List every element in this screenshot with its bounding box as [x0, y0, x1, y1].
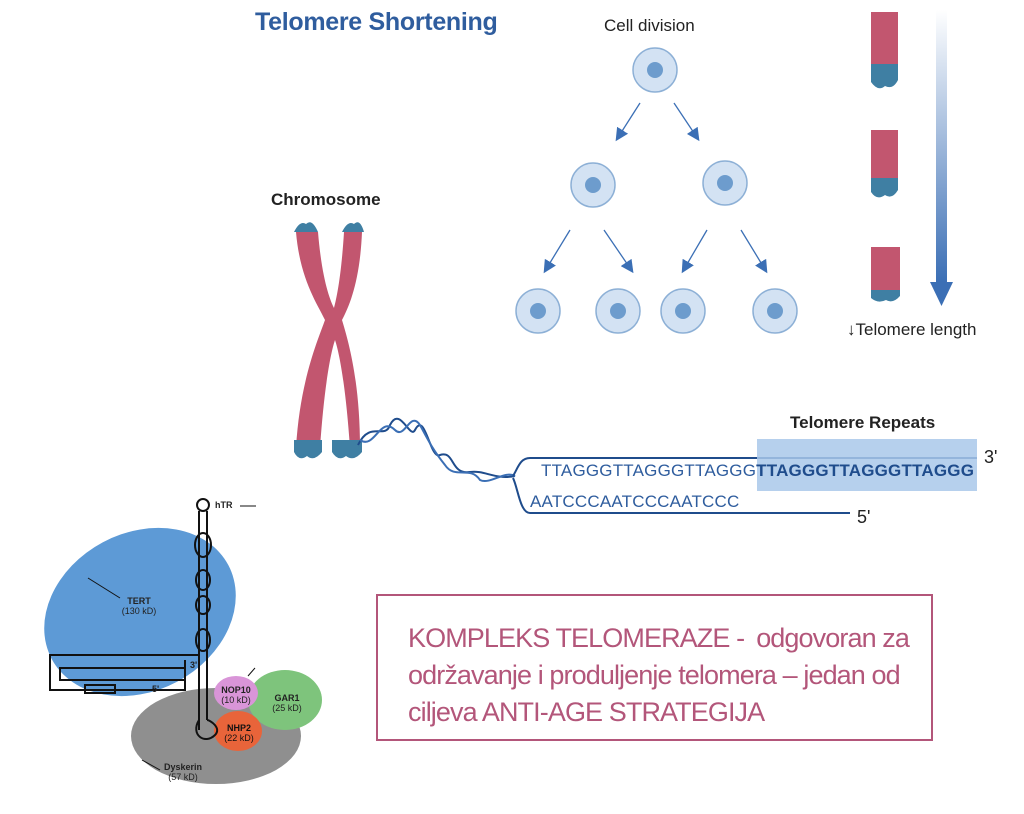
telomere-segment-short — [871, 247, 900, 302]
rna-end-5: 5' — [152, 684, 160, 694]
telomere-cap — [294, 222, 318, 232]
parent-cell — [632, 47, 678, 93]
gar1-label: GAR1 (25 kD) — [270, 693, 304, 713]
daughter-cell — [570, 162, 616, 208]
telomere-length-label: ↓Telomere length — [847, 320, 977, 339]
nop10-shape — [214, 676, 258, 710]
dyskerin-size: (57 kD) — [168, 772, 198, 782]
page-title: Telomere Shortening — [255, 8, 498, 36]
telomere-length-arrow — [930, 10, 953, 306]
info-box: KOMPLEKS TELOMERAZE -odgovoran za održav… — [376, 594, 933, 741]
sequence-top-highlight: TTAGGGTTAGGGTTAGGG — [756, 461, 975, 480]
tert-size: (130 kD) — [121, 606, 157, 616]
chromosome-label: Chromosome — [271, 190, 381, 209]
dyskerin-leader — [141, 759, 161, 771]
tert-name: TERT — [127, 596, 151, 606]
info-text: KOMPLEKS TELOMERAZE -odgovoran za održav… — [408, 620, 928, 731]
granddaughter-cell — [752, 288, 798, 334]
cell-division-label: Cell division — [604, 16, 695, 35]
strand-end-3: 3' — [984, 447, 998, 467]
telomerase-complex — [44, 498, 322, 784]
nop10-size: (10 kD) — [221, 695, 251, 705]
nop10-label: NOP10 (10 kD) — [216, 685, 256, 705]
sequence-top-plain: TTAGGGTTAGGGTTAGGG — [541, 461, 757, 480]
nhp2-size: (22 kD) — [224, 733, 254, 743]
htr-rna — [49, 498, 219, 740]
granddaughter-cell — [595, 288, 641, 334]
info-lead: KOMPLEKS TELOMERAZE - — [408, 623, 745, 653]
telomere-cap — [342, 222, 364, 232]
telomere-segment-medium — [871, 130, 898, 198]
daughter-cell — [702, 160, 748, 206]
division-arrows — [543, 102, 768, 274]
nhp2-label: NHP2 (22 kD) — [220, 723, 258, 743]
telomere-cap — [332, 440, 362, 459]
tert-leader — [87, 577, 121, 599]
strand-end-5: 5' — [857, 507, 871, 527]
info-body: odgovoran za održavanje i produljenje te… — [408, 623, 910, 727]
nop10-leader — [247, 667, 256, 677]
dna-strands — [512, 457, 977, 514]
telomere-cap — [294, 440, 322, 459]
dna-coil — [357, 417, 516, 483]
telomere-segment-long — [871, 12, 898, 89]
telomere-segments — [871, 12, 900, 302]
chromosome — [294, 222, 364, 459]
granddaughter-cell — [515, 288, 561, 334]
nhp2-shape — [214, 711, 262, 751]
gar1-shape — [248, 670, 322, 730]
dyskerin-name: Dyskerin — [163, 762, 203, 772]
telomere-repeats-highlight — [757, 439, 977, 491]
sequence-top-strand: TTAGGGTTAGGGTTAGGGTTAGGGTTAGGGTTAGGG — [541, 461, 974, 481]
granddaughter-cell — [660, 288, 706, 334]
nop10-name: NOP10 — [221, 685, 251, 695]
nhp2-name: NHP2 — [226, 723, 251, 733]
gar1-size: (25 kD) — [272, 703, 302, 713]
sequence-bottom-strand: AATCCCAATCCCAATCCC — [530, 492, 740, 511]
cell-division-tree — [515, 47, 798, 334]
dyskerin-label: Dyskerin (57 kD) — [158, 762, 208, 782]
rna-end-3: 3' — [190, 660, 198, 670]
htr-label: hTR — [215, 500, 233, 510]
telomere-repeats-label: Telomere Repeats — [790, 413, 936, 432]
gar1-name: GAR1 — [274, 693, 300, 703]
tert-label: TERT (130 kD) — [114, 596, 164, 616]
